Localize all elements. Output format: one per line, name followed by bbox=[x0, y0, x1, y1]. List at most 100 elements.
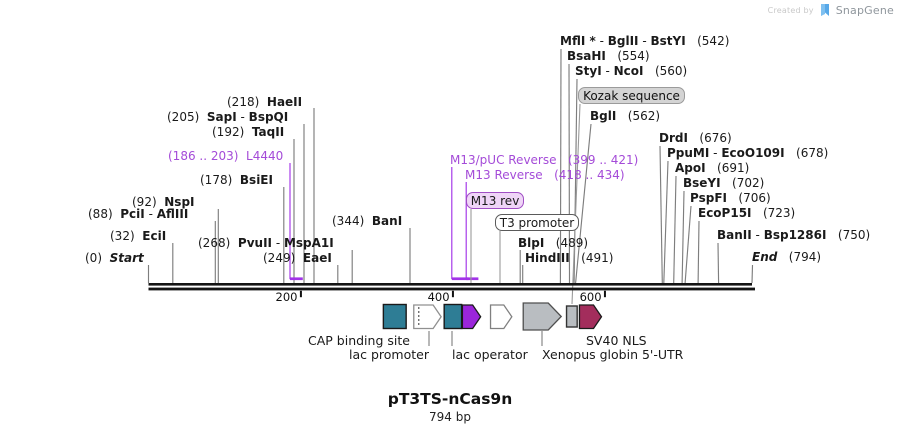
site-label-mfli-bglii-bstyi[interactable]: MflI * - BglII - BstYI (542) bbox=[560, 35, 729, 48]
feature-m13-rev[interactable] bbox=[461, 304, 482, 330]
feature-lac-operator[interactable] bbox=[443, 303, 463, 330]
site-label-part: (691) bbox=[705, 161, 750, 175]
site-label-part: EaeI bbox=[302, 251, 332, 265]
map-title-block: pT3TS-nCas9n 794 bp bbox=[0, 390, 900, 424]
site-label-pcii-afliii[interactable]: (88) PciI - AflIII bbox=[88, 208, 188, 221]
site-label-haeii[interactable]: (218) HaeII bbox=[227, 96, 302, 109]
site-label-part: (88) bbox=[88, 207, 121, 221]
pointer-line-apoi bbox=[673, 175, 677, 284]
site-label-part: EciI bbox=[142, 229, 167, 243]
pointer-line-bseyi bbox=[681, 190, 685, 284]
site-label-ecii[interactable]: (32) EciI bbox=[110, 230, 166, 243]
site-label-part: (750) bbox=[826, 228, 871, 242]
pointer-line-pspfi bbox=[684, 205, 692, 284]
cap-binding-site-label[interactable]: CAP binding site bbox=[308, 333, 410, 348]
site-label-part: M13/pUC Reverse (399 .. 421) bbox=[450, 153, 639, 167]
site-label-part: PvuII bbox=[237, 236, 272, 250]
site-label-part: NspI bbox=[164, 195, 195, 209]
ruler-tick-600 bbox=[603, 290, 606, 298]
created-by-text: Created by bbox=[767, 5, 814, 15]
site-label-part: DrdI bbox=[659, 131, 688, 145]
feature-t3-promoter[interactable] bbox=[489, 304, 513, 330]
site-label-part: Start bbox=[109, 251, 144, 265]
pointer-line-bgli bbox=[575, 123, 592, 284]
xenopus-globin-label[interactable]: Xenopus globin 5'-UTR bbox=[542, 347, 684, 362]
feature-sv40-nls[interactable] bbox=[578, 304, 603, 330]
site-label-part: HindIII bbox=[525, 251, 570, 265]
site-label-bsahi[interactable]: BsaHI (554) bbox=[567, 50, 650, 63]
site-label-part: - bbox=[709, 146, 722, 160]
site-label-apoi[interactable]: ApoI (691) bbox=[675, 162, 749, 175]
site-label-eaei[interactable]: (249) EaeI bbox=[263, 252, 332, 265]
site-label-m13-puc-reverse[interactable]: M13/pUC Reverse (399 .. 421) bbox=[450, 154, 638, 167]
feature-xenopus-globin-5utr[interactable] bbox=[522, 302, 563, 331]
site-label-part: - bbox=[601, 64, 614, 78]
feature-cap-binding-site[interactable] bbox=[382, 303, 407, 330]
site-label-part: (178) bbox=[200, 173, 240, 187]
site-label-part: (489) bbox=[544, 236, 589, 250]
site-label-part: (344) bbox=[332, 214, 372, 228]
site-label-bgli[interactable]: BglI (562) bbox=[590, 110, 660, 123]
site-label-part: (491) bbox=[569, 251, 614, 265]
pointer-line-mfli-bglii-bstyi bbox=[559, 48, 562, 284]
site-label-pvuii-mspa1i[interactable]: (268) PvuII - MspA1I bbox=[198, 237, 334, 250]
site-label-part: (92) bbox=[132, 195, 165, 209]
site-label-banii-bsp1286i[interactable]: BanII - Bsp1286I (750) bbox=[717, 229, 870, 242]
site-label-blpi[interactable]: BlpI (489) bbox=[518, 237, 588, 250]
site-label-part: EcoO109I bbox=[721, 146, 785, 160]
site-label-part: (205) bbox=[167, 110, 207, 124]
site-label-part: BsaHI bbox=[567, 49, 606, 63]
lac-operator-label[interactable]: lac operator bbox=[452, 347, 528, 362]
site-label-m13-reverse[interactable]: M13 Reverse (418 .. 434) bbox=[465, 169, 625, 182]
lac-promoter-label[interactable]: lac promoter bbox=[349, 347, 429, 362]
site-label-l4440[interactable]: (186 .. 203) L4440 bbox=[168, 150, 283, 163]
site-label-part: BstYI bbox=[650, 34, 686, 48]
feature-kozak-sequence[interactable] bbox=[565, 305, 578, 328]
site-label-end[interactable]: End (794) bbox=[752, 251, 821, 264]
site-label-part: M13 Reverse (418 .. 434) bbox=[465, 168, 625, 182]
watermark: Created by SnapGene bbox=[768, 3, 894, 17]
site-label-start[interactable]: (0) Start bbox=[85, 252, 144, 265]
site-label-part: BsiEI bbox=[239, 173, 273, 187]
site-label-bseyi[interactable]: BseYI (702) bbox=[683, 177, 764, 190]
site-label-part: End bbox=[752, 250, 778, 264]
site-label-part: (678) bbox=[784, 146, 829, 160]
site-label-part: (32) bbox=[110, 229, 143, 243]
site-label-part: PspFI bbox=[690, 191, 727, 205]
pointer-line-banii-bsp1286i bbox=[717, 242, 720, 284]
site-label-pspfi[interactable]: PspFI (706) bbox=[690, 192, 771, 205]
site-label-styi-ncoi[interactable]: StyI - NcoI (560) bbox=[575, 65, 687, 78]
site-label-hindiii[interactable]: HindIII (491) bbox=[525, 252, 613, 265]
site-label-part: BspQI bbox=[248, 110, 289, 124]
site-label-part: (542) bbox=[685, 34, 730, 48]
primer-span-m13-reverse bbox=[466, 277, 479, 281]
ruler-number-600: 600 bbox=[579, 289, 602, 304]
site-label-part: (562) bbox=[616, 109, 661, 123]
kozak-tag[interactable]: Kozak sequence bbox=[578, 87, 685, 104]
m13-rev-tag[interactable]: M13 rev bbox=[466, 192, 524, 209]
sv40-nls-label[interactable]: SV40 NLS bbox=[586, 333, 647, 348]
site-label-ppumi-ecoo109i[interactable]: PpuMI - EcoO109I (678) bbox=[667, 147, 828, 160]
map-title: pT3TS-nCas9n bbox=[387, 390, 513, 408]
ruler-number-200: 200 bbox=[275, 289, 298, 304]
site-label-part: - bbox=[751, 228, 764, 242]
site-label-drdi[interactable]: DrdI (676) bbox=[659, 132, 732, 145]
site-label-bani[interactable]: (344) BanI bbox=[332, 215, 402, 228]
site-label-ecop15i[interactable]: EcoP15I (723) bbox=[698, 207, 795, 220]
site-label-part: BseYI bbox=[683, 176, 721, 190]
t3-promoter-tag[interactable]: T3 promoter bbox=[495, 214, 579, 231]
site-label-part: (0) bbox=[85, 251, 110, 265]
site-label-nspi[interactable]: (92) NspI bbox=[132, 196, 195, 209]
feature-lac-promoter[interactable] bbox=[413, 304, 442, 330]
site-label-part: (268) bbox=[198, 236, 238, 250]
site-label-taqii[interactable]: (192) TaqII bbox=[212, 126, 284, 139]
pointer-line-ecop15i bbox=[697, 220, 700, 284]
site-label-part: PciI bbox=[120, 207, 145, 221]
site-label-sapi-bspqi[interactable]: (205) SapI - BspQI bbox=[167, 111, 288, 124]
site-label-part: PpuMI bbox=[667, 146, 710, 160]
site-label-bsiei[interactable]: (178) BsiEI bbox=[200, 174, 273, 187]
site-label-part: BglI bbox=[590, 109, 617, 123]
site-label-part: AflIII bbox=[156, 207, 189, 221]
ruler-tick-200 bbox=[299, 290, 302, 298]
